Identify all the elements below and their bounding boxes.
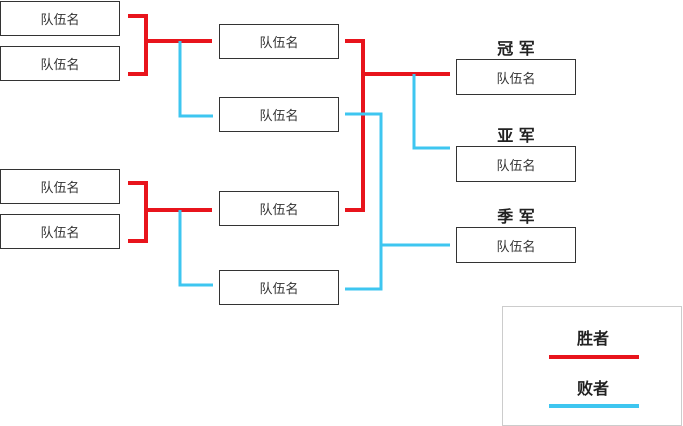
runner-up-title: 亚 军 bbox=[497, 126, 535, 145]
team-box-round1: 队伍名 bbox=[0, 214, 120, 249]
loser-line bbox=[412, 74, 450, 150]
team-box-round2: 队伍名 bbox=[219, 97, 339, 132]
team-box-round1: 队伍名 bbox=[0, 169, 120, 204]
loser-line bbox=[178, 41, 213, 118]
legend-loser-label: 败者 bbox=[576, 379, 609, 398]
champion-team-box: 队伍名 bbox=[456, 59, 576, 95]
legend-winner-line bbox=[549, 355, 639, 359]
champion-title: 冠 军 bbox=[497, 39, 535, 58]
team-box-round2: 队伍名 bbox=[219, 270, 339, 305]
third-place-team-box: 队伍名 bbox=[456, 227, 576, 263]
runner-up-team-box: 队伍名 bbox=[456, 146, 576, 182]
team-box-round1: 队伍名 bbox=[0, 46, 120, 81]
winner-line bbox=[345, 39, 365, 212]
loser-line bbox=[178, 210, 213, 287]
legend-winner-label: 胜者 bbox=[576, 329, 609, 348]
third-place-title: 季 军 bbox=[497, 207, 535, 226]
team-box-round2: 队伍名 bbox=[219, 191, 339, 226]
legend: 胜者 败者 bbox=[502, 306, 682, 426]
legend-loser-line bbox=[549, 404, 639, 408]
winner-line bbox=[128, 181, 148, 243]
winner-line bbox=[128, 14, 148, 76]
team-box-round2: 队伍名 bbox=[219, 24, 339, 59]
loser-line bbox=[345, 112, 383, 291]
team-box-round1: 队伍名 bbox=[0, 1, 120, 36]
